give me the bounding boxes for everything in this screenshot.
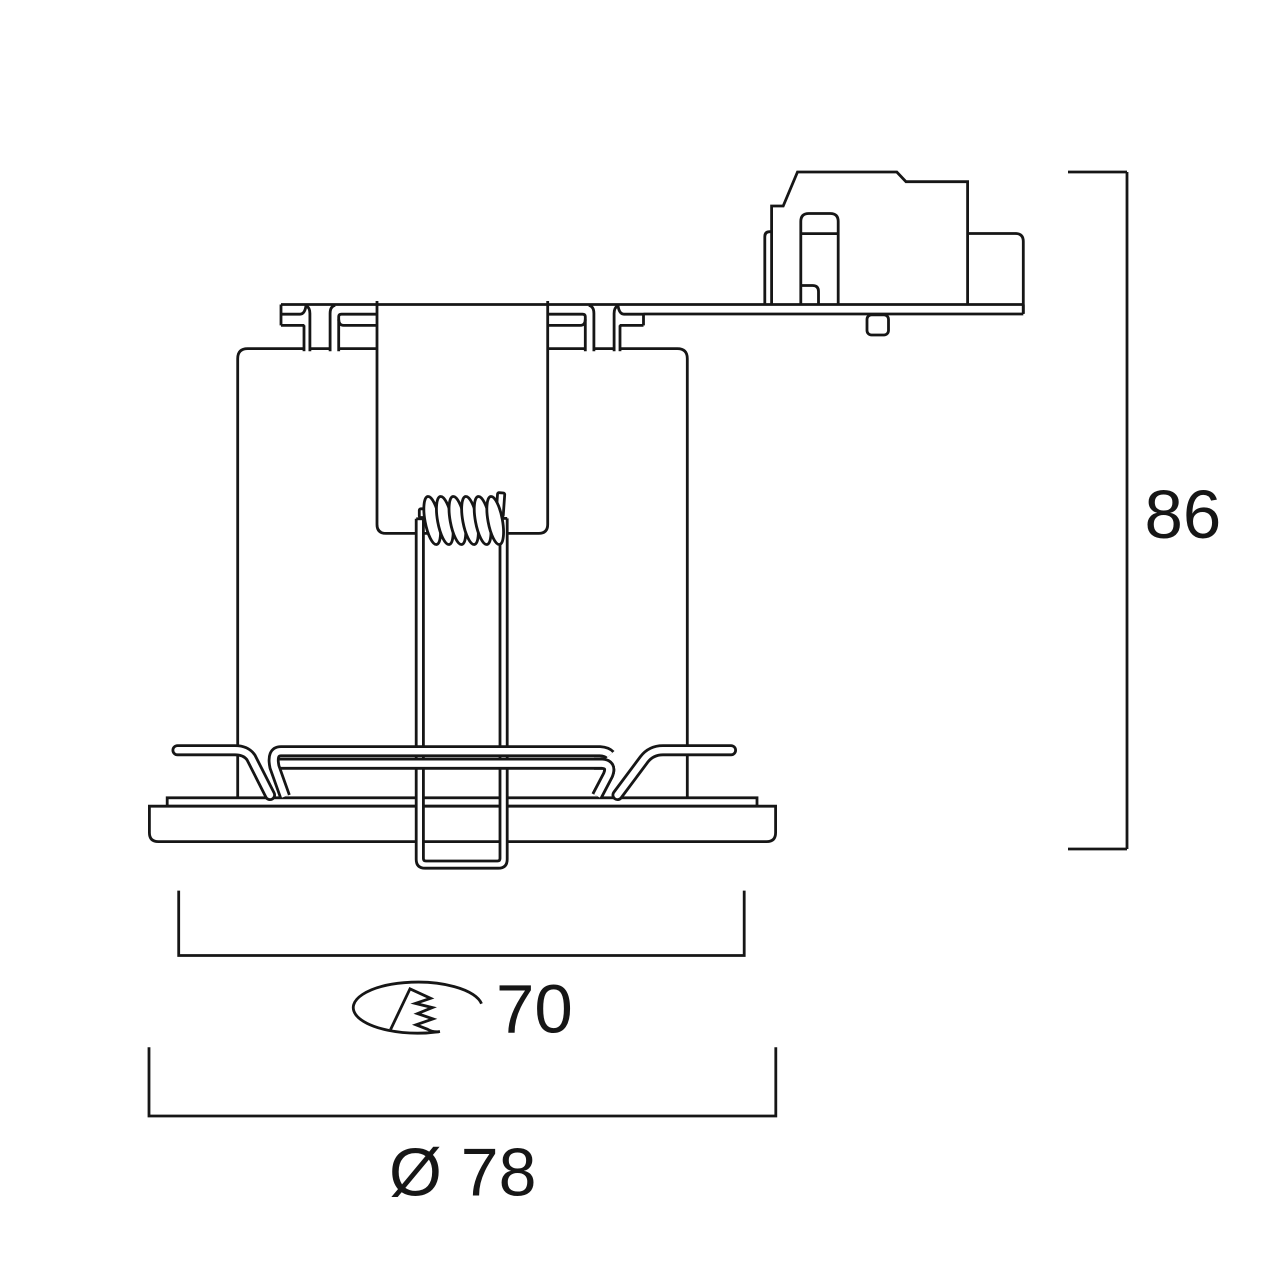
svg-text:Ø 78: Ø 78 xyxy=(389,1135,536,1211)
svg-text:70: 70 xyxy=(496,971,573,1048)
svg-text:86: 86 xyxy=(1145,476,1222,553)
